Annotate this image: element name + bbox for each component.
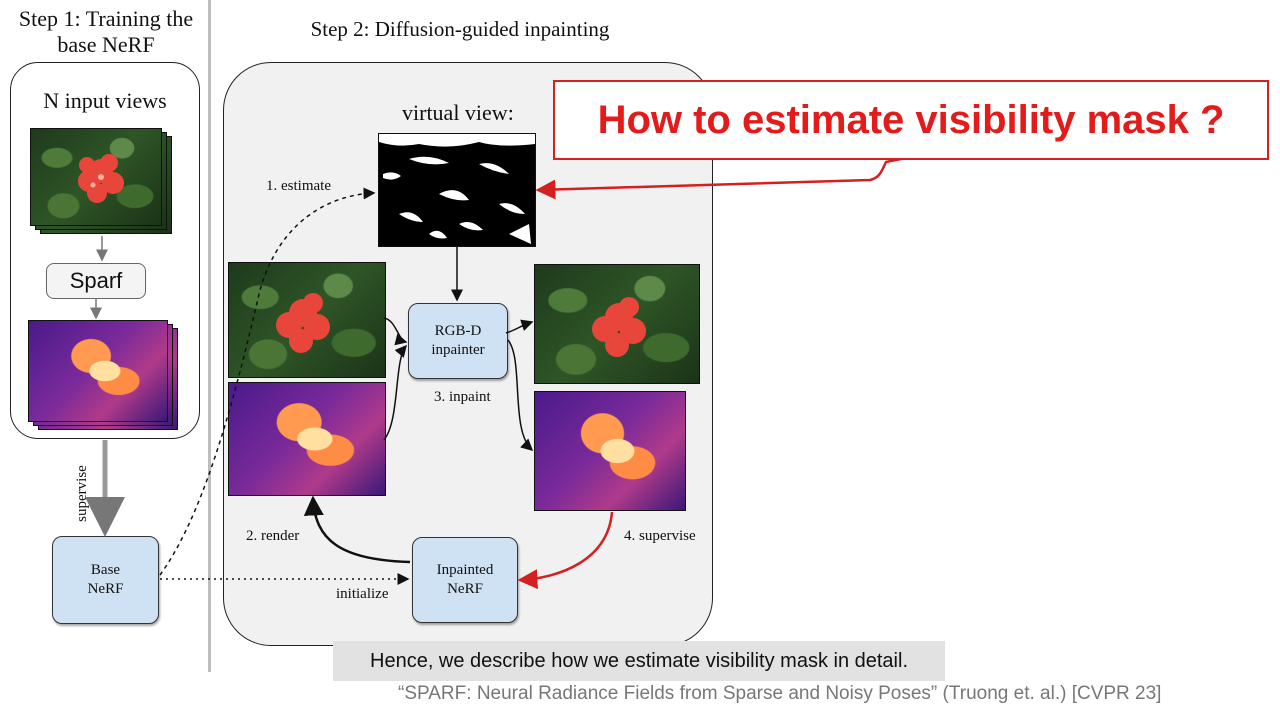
step2-title: Step 2: Diffusion-guided inpainting: [310, 17, 610, 41]
step1-title: Step 1: Training the base NeRF: [0, 6, 212, 58]
left-supervise-label: supervise: [73, 465, 90, 522]
step1-title-line1: Step 1: Training the: [18, 6, 194, 31]
callout-box: How to estimate visibility mask ?: [553, 80, 1269, 160]
inpaint-label: 3. inpaint: [434, 389, 491, 405]
step1-title-line2: base NeRF: [57, 32, 155, 57]
inpainted-depth-image: [534, 391, 686, 511]
citation-text: “SPARF: Neural Radiance Fields from Spar…: [398, 683, 1162, 704]
vertical-divider: [208, 0, 211, 672]
inpainted-nerf-box: Inpainted NeRF: [412, 537, 518, 623]
mask-pattern: [379, 134, 535, 244]
input-views-label: N input views: [43, 88, 167, 113]
base-nerf-box: Base NeRF: [52, 536, 159, 624]
estimate-label: 1. estimate: [266, 178, 331, 194]
flower-icon: [592, 297, 646, 357]
input-view-front: [30, 128, 162, 226]
render-label: 2. render: [246, 528, 300, 544]
initialize-label: initialize: [336, 586, 389, 602]
rgbd-inpainter-box: RGB-D inpainter: [408, 303, 508, 379]
subtitle-caption: Hence, we describe how we estimate visib…: [333, 641, 945, 681]
flower-icon: [276, 293, 330, 353]
depth-view-front: [28, 320, 168, 422]
flower-icon: [78, 154, 124, 203]
rendered-depth-image: [228, 382, 386, 496]
rendered-rgb-image: [228, 262, 386, 378]
inpainted-rgb-image: [534, 264, 700, 384]
supervise-label: 4. supervise: [624, 528, 696, 544]
visibility-mask-image: [378, 133, 536, 247]
sparf-box: Sparf: [46, 263, 146, 299]
virtual-view-label: virtual view:: [402, 100, 514, 125]
